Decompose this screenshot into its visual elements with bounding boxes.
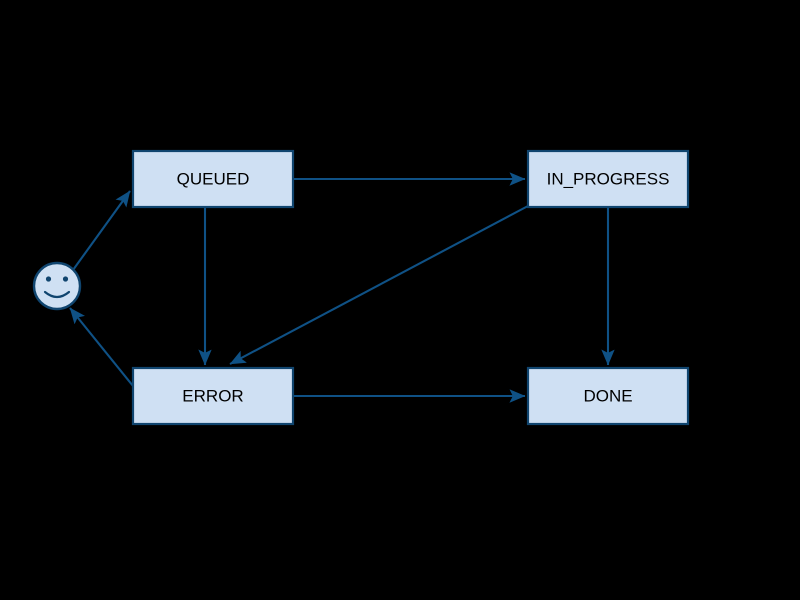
edge-start-to-queued	[72, 190, 131, 271]
smiley-eye-left-icon	[45, 276, 52, 282]
smiley-face-icon[interactable]	[32, 261, 82, 311]
state-node-queued[interactable]: QUEUED	[131, 149, 295, 209]
edge-in-progress-to-error-line	[229, 205, 529, 365]
state-node-queued-box[interactable]	[131, 149, 295, 209]
edge-error-to-start-line	[69, 307, 134, 387]
edge-error-to-start	[69, 307, 134, 387]
start-node[interactable]	[32, 261, 82, 311]
state-node-error-label: ERROR	[182, 386, 243, 405]
smiley-mouth-icon	[43, 290, 71, 299]
state-node-in-progress[interactable]: IN_PROGRESS	[526, 149, 690, 209]
state-node-error[interactable]: ERROR	[131, 366, 295, 426]
smiley-eye-right-icon	[62, 276, 69, 282]
state-node-done-box[interactable]	[526, 366, 690, 426]
state-node-done[interactable]: DONE	[526, 366, 690, 426]
state-node-done-label: DONE	[583, 386, 632, 405]
state-node-in-progress-box[interactable]	[526, 149, 690, 209]
state-node-error-box[interactable]	[131, 366, 295, 426]
edge-start-to-queued-line	[72, 190, 131, 271]
state-node-in-progress-label: IN_PROGRESS	[547, 169, 670, 188]
edge-in-progress-to-error	[229, 205, 529, 365]
state-node-queued-label: QUEUED	[177, 169, 250, 188]
